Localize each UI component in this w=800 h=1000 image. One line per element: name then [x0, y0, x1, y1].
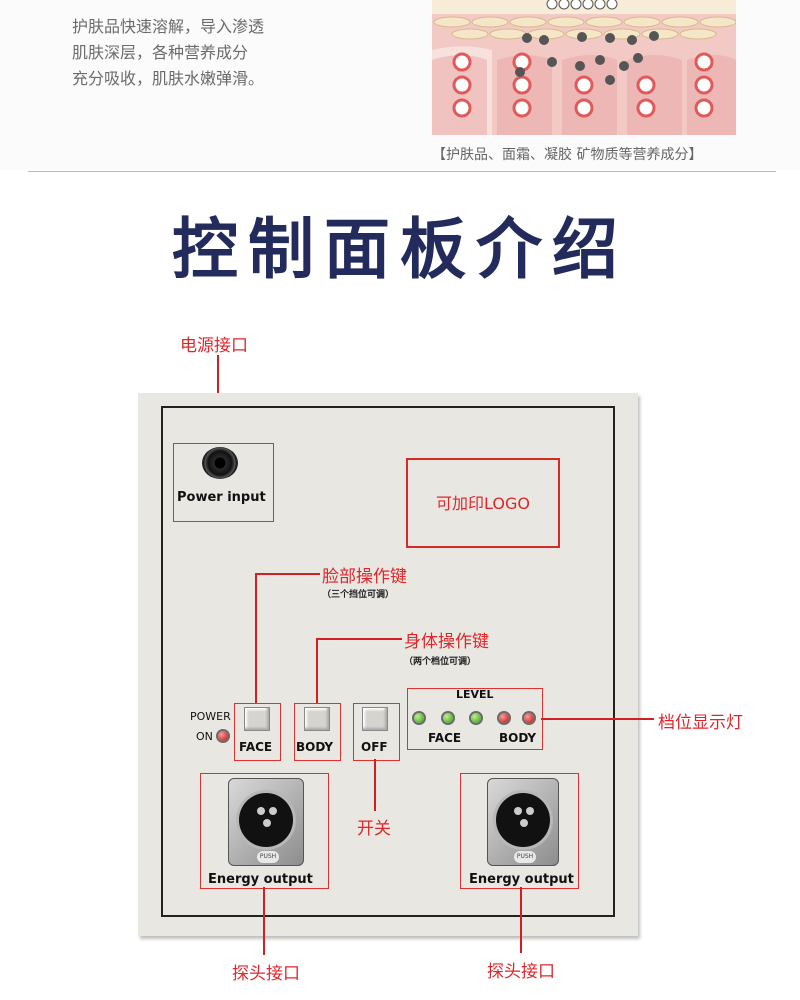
power-port-annotation: 电源接口: [180, 336, 248, 356]
body-button-label: BODY: [296, 740, 334, 754]
control-panel-border: [161, 406, 615, 917]
section-divider: [28, 171, 776, 172]
face-level-led-2: [443, 713, 453, 723]
level-body-label: BODY: [499, 731, 537, 745]
face-level-led-1: [414, 713, 424, 723]
illustration-caption: 【护肤品、面霜、凝胶 矿物质等营养成分】: [432, 147, 703, 163]
energy-output-left-connector[interactable]: PUSH: [228, 778, 304, 866]
power-label: POWER: [190, 710, 231, 723]
probe-port-right-annotation: 探头接口: [487, 962, 555, 982]
power-jack[interactable]: [202, 447, 238, 479]
face-key-note: （三个挡位可调）: [322, 590, 395, 600]
face-level-led-3: [471, 713, 481, 723]
on-label: ON: [196, 730, 213, 743]
level-label: LEVEL: [456, 688, 494, 701]
body-level-led-1: [499, 713, 509, 723]
body-key-note: （两个档位可调）: [404, 657, 477, 667]
body-button-highlight: [294, 703, 341, 761]
face-key-pointer-v: [255, 573, 257, 703]
body-key-pointer-v: [316, 638, 318, 703]
intro-line-3: 充分吸收，肌肤水嫩弹滑。: [72, 69, 265, 88]
power-input-highlight: [173, 443, 274, 522]
energy-output-right-push[interactable]: PUSH: [514, 851, 536, 863]
energy-output-right-label: Energy output: [469, 872, 574, 887]
logo-area: [406, 458, 560, 548]
switch-pointer: [374, 759, 376, 811]
skin-absorption-illustration: [432, 0, 736, 135]
body-key-annotation: 身体操作键: [404, 632, 489, 652]
body-key-pointer-h: [316, 638, 402, 640]
face-button[interactable]: [244, 707, 270, 731]
level-face-label: FACE: [428, 731, 462, 745]
energy-output-left-push[interactable]: PUSH: [257, 851, 279, 863]
energy-output-right-highlight: [460, 773, 579, 889]
power-indicator-led: [218, 731, 228, 741]
intro-line-2: 肌肤深层，各种营养成分: [72, 43, 249, 62]
energy-output-left-label: Energy output: [208, 872, 313, 887]
intro-line-1: 护肤品快速溶解，导入渗透: [72, 17, 265, 36]
logo-area-label: 可加印LOGO: [436, 494, 530, 513]
face-button-highlight: [234, 703, 281, 761]
probe-port-right-pointer: [520, 887, 522, 953]
face-key-pointer-h: [255, 573, 320, 575]
off-button[interactable]: [362, 707, 388, 731]
level-lights-pointer: [541, 718, 654, 720]
power-input-label: Power input: [177, 490, 266, 505]
page-title: 控制面板介绍: [172, 210, 628, 288]
body-button[interactable]: [304, 707, 330, 731]
switch-annotation: 开关: [357, 819, 391, 839]
probe-port-left-annotation: 探头接口: [232, 964, 300, 984]
off-button-label: OFF: [361, 740, 388, 754]
face-button-label: FACE: [239, 740, 273, 754]
level-lights-annotation: 档位显示灯: [658, 713, 743, 733]
energy-output-right-connector[interactable]: PUSH: [487, 778, 559, 866]
probe-port-left-pointer: [263, 887, 265, 955]
body-level-led-2: [524, 713, 534, 723]
face-key-annotation: 脸部操作键: [322, 567, 407, 587]
off-button-highlight: [353, 703, 400, 761]
